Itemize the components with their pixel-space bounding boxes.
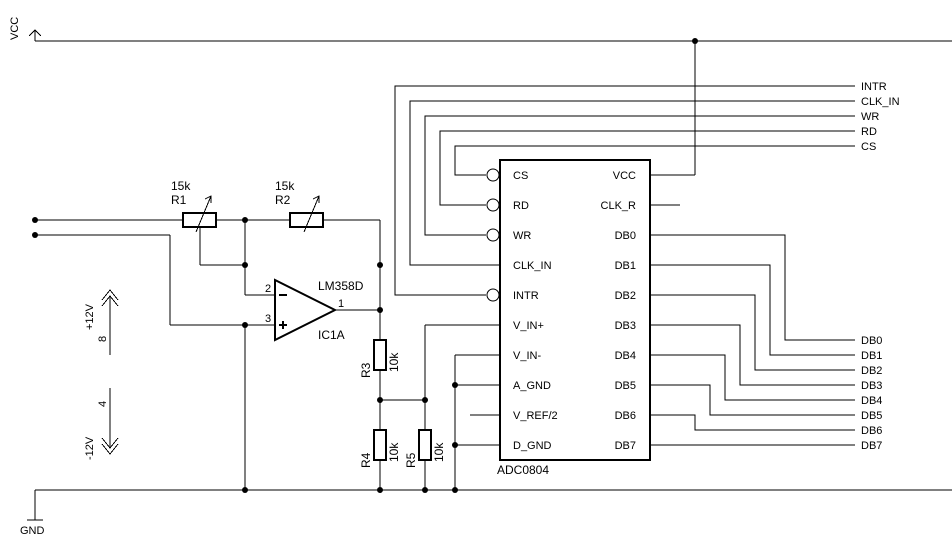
supply-neg-label: -12V <box>84 436 96 460</box>
adc-pin-db4: DB4 <box>615 350 636 362</box>
data-net-db4: DB4 <box>650 354 882 407</box>
adc-pin-db1: DB1 <box>615 260 636 272</box>
net-label-cs: CS <box>861 141 876 153</box>
adc-pin-db3: DB3 <box>615 320 636 332</box>
gnd-rail <box>27 489 952 521</box>
r2-value: 15k <box>275 179 295 193</box>
adc-pin-cs: CS <box>513 170 528 182</box>
r4-value: 10k <box>387 442 401 462</box>
adc-pin-d-gnd: D_GND <box>513 440 552 452</box>
net-label-db0: DB0 <box>861 335 882 347</box>
net-label-db6: DB6 <box>861 425 882 437</box>
adc-pin-rd: RD <box>513 200 529 212</box>
net-label-rd: RD <box>861 126 877 138</box>
adc-pin-wr: WR <box>513 230 531 242</box>
supply-pos-pin: 8 <box>97 336 109 342</box>
vcc-rail <box>28 29 952 42</box>
adc-ground-wiring <box>452 354 500 493</box>
resistor-r4 <box>373 429 387 493</box>
r3-value: 10k <box>387 352 401 372</box>
vcc-label: VCC <box>9 17 21 40</box>
adc-pin-db5: DB5 <box>615 380 636 392</box>
adc-name: ADC0804 <box>497 463 549 477</box>
resistor-r5 <box>380 324 500 493</box>
net-label-db3: DB3 <box>861 380 882 392</box>
opamp-pin-out: 1 <box>338 298 344 310</box>
opamp-pin-noninv: 3 <box>265 313 271 325</box>
control-net-rd: RD <box>439 126 877 212</box>
opamp-ref: IC1A <box>318 328 345 342</box>
data-net-db2: DB2 <box>650 294 882 377</box>
opamp-wiring <box>242 217 383 493</box>
opamp-pin-inv: 2 <box>265 283 271 295</box>
input-terminals <box>32 217 275 326</box>
net-label-db7: DB7 <box>861 440 882 452</box>
net-label-db5: DB5 <box>861 410 882 422</box>
data-net-db1: DB1 <box>650 264 882 362</box>
adc-left-pins: CS RD WR CLK_IN INTR V_IN+ V_IN- A_GND V_REF/2D_… <box>513 170 558 452</box>
data-net-db7: DB7 <box>650 440 882 452</box>
r1-name: R1 <box>171 193 187 207</box>
resistor-r2 <box>289 195 381 265</box>
supply-pos-symbol <box>101 289 119 355</box>
r1-value: 15k <box>171 179 191 193</box>
adc-pin-vcc: VCC <box>613 170 636 182</box>
gnd-label: GND <box>20 525 45 537</box>
r5-name: R5 <box>404 452 418 468</box>
opamp-part: LM358D <box>318 279 364 293</box>
net-label-db4: DB4 <box>861 395 882 407</box>
net-label-clk-in: CLK_IN <box>861 96 900 108</box>
data-net-db3: DB3 <box>650 324 882 392</box>
adc-pin-clk-r: CLK_R <box>601 200 637 212</box>
supply-neg-symbol <box>101 388 119 455</box>
resistor-r1 <box>182 195 290 266</box>
control-net-intr: INTR <box>394 81 887 302</box>
adc-pin-db7: DB7 <box>615 440 636 452</box>
control-net-cs: CS <box>454 141 876 182</box>
r2-name: R2 <box>275 193 291 207</box>
net-label-intr: INTR <box>861 81 887 93</box>
supply-pos-label: +12V <box>84 303 96 330</box>
adc-pin-clk-in: CLK_IN <box>513 260 552 272</box>
data-net-db0: DB0 <box>650 234 882 347</box>
supply-neg-pin: 4 <box>97 401 109 407</box>
r5-value: 10k <box>432 442 446 462</box>
control-net-wr: WR <box>424 111 879 242</box>
net-label-db2: DB2 <box>861 365 882 377</box>
adc-pin-intr: INTR <box>513 290 539 302</box>
adc-pin-a-gnd: A_GND <box>513 380 551 392</box>
adc-pin-db2: DB2 <box>615 290 636 302</box>
control-bus: INTR CLK_IN WR RD CS <box>394 81 900 302</box>
resistor-r3 <box>373 339 387 430</box>
adc-pin-db6: DB6 <box>615 410 636 422</box>
net-label-wr: WR <box>861 111 879 123</box>
adc0804-chip <box>499 159 651 461</box>
data-net-db6: DB6 <box>650 414 882 437</box>
adc-pin-v-in: V_IN- <box>513 350 541 362</box>
data-net-db5: DB5 <box>650 384 882 422</box>
control-net-clk-in: CLK_IN <box>409 96 900 266</box>
r4-name: R4 <box>359 452 373 468</box>
adc-pin-db0: DB0 <box>615 230 636 242</box>
net-label-db1: DB1 <box>861 350 882 362</box>
opamp-lm358 <box>274 278 338 342</box>
adc-vcc-wiring <box>650 38 698 206</box>
adc-pin-v-ref-2: V_REF/2 <box>513 410 558 422</box>
adc-pin-v-in: V_IN+ <box>513 320 544 332</box>
r3-name: R3 <box>359 362 373 378</box>
